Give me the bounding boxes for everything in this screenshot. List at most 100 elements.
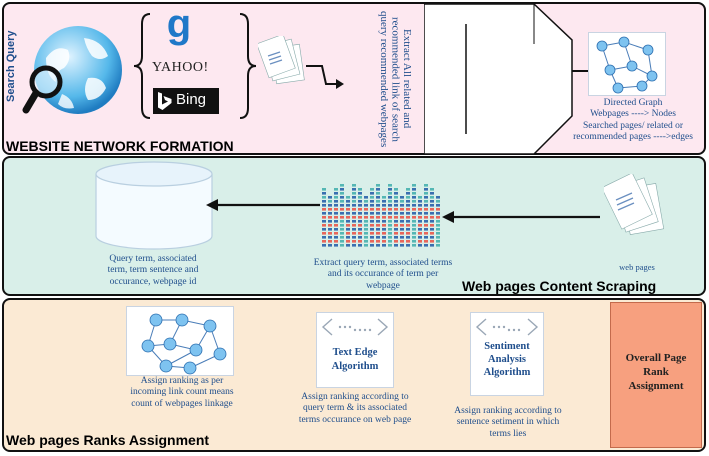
- bar-grid-cell: [430, 208, 434, 211]
- bar-grid-cell: [382, 240, 386, 243]
- extract-terms-caption: Extract query term, associated terms and…: [292, 258, 474, 292]
- bar-grid-cell: [388, 232, 392, 235]
- db-caption-line-2: term, term sentence and: [107, 265, 199, 276]
- bar-grid-cell: [400, 196, 404, 199]
- database-caption: Query term, associated term, term senten…: [78, 254, 228, 288]
- bing-logo: [153, 88, 219, 114]
- bar-grid-cell: [388, 188, 392, 191]
- bar-grid-cell: [424, 208, 428, 211]
- bar-grid-cell: [400, 236, 404, 239]
- bar-grid-cell: [376, 212, 380, 215]
- bar-grid-cell: [400, 200, 404, 203]
- bar-grid-cell: [382, 200, 386, 203]
- bar-grid-cell: [388, 240, 392, 243]
- bar-grid-cell: [412, 228, 416, 231]
- bar-grid-cell: [388, 220, 392, 223]
- bar-grid-cell: [364, 204, 368, 207]
- bar-grid-cell: [430, 220, 434, 223]
- bar-grid-cell: [394, 220, 398, 223]
- bar-grid-cell: [424, 244, 428, 247]
- bar-grid-cell: [394, 212, 398, 215]
- bar-grid-cell: [436, 240, 440, 243]
- bar-grid-cell: [376, 188, 380, 191]
- bar-grid-cell: [406, 240, 410, 243]
- bar-grid-cell: [382, 220, 386, 223]
- bar-grid-cell: [406, 204, 410, 207]
- bar-grid-cell: [424, 240, 428, 243]
- bar-grid-cell: [328, 216, 332, 219]
- bar-grid-cell: [394, 228, 398, 231]
- bar-grid-cell: [424, 192, 428, 195]
- bar-grid-cell: [412, 240, 416, 243]
- bar-grid-cell: [406, 224, 410, 227]
- bar-grid-cell: [370, 228, 374, 231]
- bar-grid-cell: [406, 192, 410, 195]
- extract-caption-line-3: webpage: [366, 280, 400, 291]
- bar-grid-cell: [400, 232, 404, 235]
- bar-grid-cell: [424, 196, 428, 199]
- bar-grid-cell: [352, 200, 356, 203]
- bar-grid-cell: [334, 236, 338, 239]
- bar-grid-cell: [328, 212, 332, 215]
- bar-grid-cell: [418, 220, 422, 223]
- graph-caption-line-4: recommended pages ---->edges: [573, 132, 693, 143]
- bar-grid-cell: [406, 232, 410, 235]
- sentiment-caption-line-3: terms lies: [489, 428, 527, 439]
- bar-grid-cell: [376, 204, 380, 207]
- database-icon: [95, 161, 213, 250]
- bar-grid-cell: [340, 212, 344, 215]
- bar-grid-cell: [388, 192, 392, 195]
- bar-grid-cell: [394, 204, 398, 207]
- bar-grid-cell: [424, 224, 428, 227]
- bar-grid-cell: [394, 224, 398, 227]
- bar-grid-cell: [364, 196, 368, 199]
- bar-grid-cell: [340, 236, 344, 239]
- bar-grid-cell: [364, 232, 368, 235]
- magnifier-icon: [22, 65, 63, 114]
- graph-caption-line-2: Webpages ----> Nodes: [590, 109, 676, 120]
- bar-grid-cell: [364, 212, 368, 215]
- bar-grid-cell: [352, 188, 356, 191]
- bar-grid-cell: [430, 204, 434, 207]
- bar-grid-cell: [412, 204, 416, 207]
- bar-grid-cell: [394, 232, 398, 235]
- bar-grid-cell: [424, 220, 428, 223]
- bar-grid-cell: [364, 208, 368, 211]
- bar-grid-cell: [430, 228, 434, 231]
- bar-grid-cell: [406, 244, 410, 247]
- bar-grid-cell: [346, 220, 350, 223]
- rank-graph-caption: Assign ranking as per incoming link coun…: [104, 376, 260, 410]
- bar-grid-cell: [388, 236, 392, 239]
- bar-grid-cell: [334, 204, 338, 207]
- bar-grid-cell: [430, 212, 434, 215]
- bar-grid-cell: [328, 204, 332, 207]
- bar-grid-cell: [394, 200, 398, 203]
- bar-grid-cell: [352, 212, 356, 215]
- bar-grid-cell: [322, 212, 326, 215]
- bar-grid-cell: [424, 228, 428, 231]
- bar-grid-cell: [370, 204, 374, 207]
- bar-grid-cell: [388, 184, 392, 187]
- bar-grid-cell: [340, 196, 344, 199]
- bar-grid-cell: [358, 236, 362, 239]
- bar-grid-cell: [352, 204, 356, 207]
- bar-grid-cell: [430, 240, 434, 243]
- bar-grid-cell: [412, 220, 416, 223]
- bar-grid-cell: [430, 244, 434, 247]
- bar-grid-cell: [334, 228, 338, 231]
- bar-grid-cell: [334, 192, 338, 195]
- bar-grid-cell: [352, 240, 356, 243]
- bar-grid-cell: [400, 228, 404, 231]
- bar-grid-cell: [370, 208, 374, 211]
- bar-grid-cell: [382, 208, 386, 211]
- bar-grid-cell: [436, 216, 440, 219]
- bar-grid-cell: [394, 208, 398, 211]
- bar-grid-cell: [358, 188, 362, 191]
- bar-grid-cell: [400, 204, 404, 207]
- db-caption-line-3: occurance, webpage id: [109, 276, 197, 287]
- bar-grid-cell: [322, 188, 326, 191]
- bar-grid-cell: [388, 196, 392, 199]
- bar-grid-cell: [370, 236, 374, 239]
- bar-grid-cell: [376, 232, 380, 235]
- bar-grid-cell: [334, 196, 338, 199]
